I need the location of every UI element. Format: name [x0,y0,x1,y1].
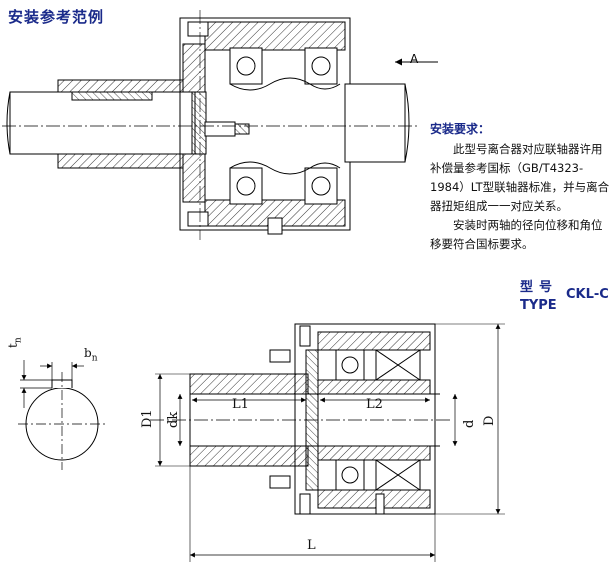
dim-d: d [462,419,477,428]
requirements-heading: 安装要求： [430,122,491,136]
model-value: CKL-C [566,287,609,302]
dim-D: D [482,415,497,426]
requirements-paragraph-1: 此型号离合器对应联轴器许用补偿量参考国标（GB/T4323-1984）LT型联轴… [430,142,610,213]
dim-L1: L1 [232,397,249,412]
dim-dk: dk [166,411,181,428]
arrow-a-label: A [410,52,419,66]
assembly-view [2,10,438,240]
model-label-en: TYPE [520,298,557,313]
section-view [150,323,505,562]
dim-D1: D1 [140,409,155,428]
tn-label: tn [6,337,24,348]
dim-L: L [307,538,316,553]
page-title: 安装参考范例 [8,8,105,26]
model-label-cn: 型号 [520,280,559,295]
requirements-paragraph-2: 安装时两轴的径向位移和角位移要符合国标要求。 [430,218,603,251]
dim-L2: L2 [366,397,383,412]
bn-label: bn [84,346,98,364]
key-section [18,360,108,470]
